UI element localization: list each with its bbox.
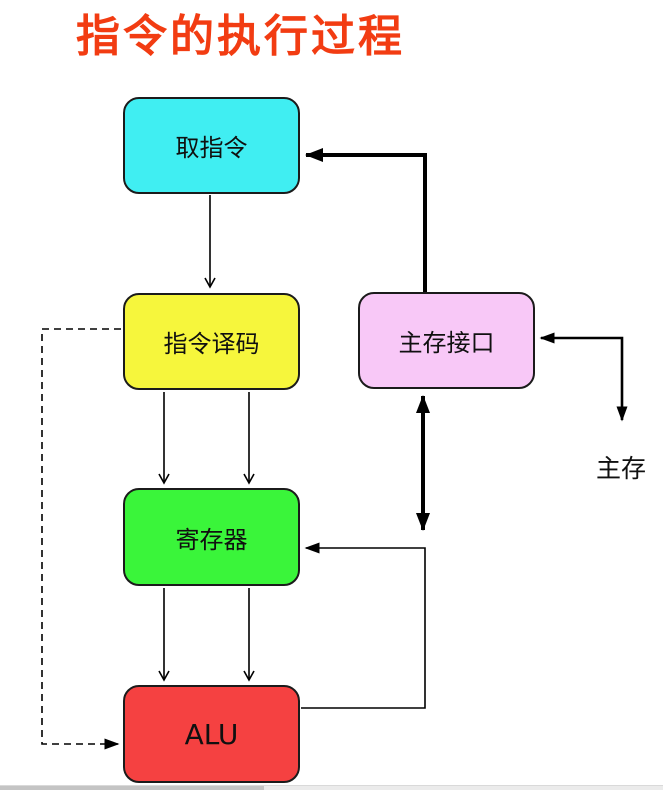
edge-alu-to-registers-bus — [301, 542, 426, 709]
node-alu: ALU — [123, 685, 300, 783]
edge-decode-to-alu-dashed — [41, 328, 121, 750]
node-main-memory-interface: 主存接口 — [358, 292, 535, 389]
node-fetch-label: 取指令 — [175, 134, 248, 162]
node-instruction-decode: 指令译码 — [123, 293, 300, 390]
main-memory-label: 主存 — [596, 454, 647, 483]
node-meminterface-label: 主存接口 — [398, 329, 495, 357]
node-fetch-instruction: 取指令 — [123, 97, 300, 194]
node-registers-label: 寄存器 — [175, 525, 248, 554]
node-alu-label: ALU — [184, 717, 239, 751]
edge-meminterface-to-fetch — [305, 148, 427, 292]
edge-meminterface-mainmemory — [539, 332, 628, 422]
horizontal-scrollbar-thumb[interactable] — [0, 786, 264, 790]
node-decode-label: 指令译码 — [163, 330, 260, 358]
horizontal-scrollbar[interactable] — [0, 785, 663, 790]
page-title: 指令的执行过程 — [76, 11, 405, 62]
node-registers: 寄存器 — [123, 488, 300, 586]
